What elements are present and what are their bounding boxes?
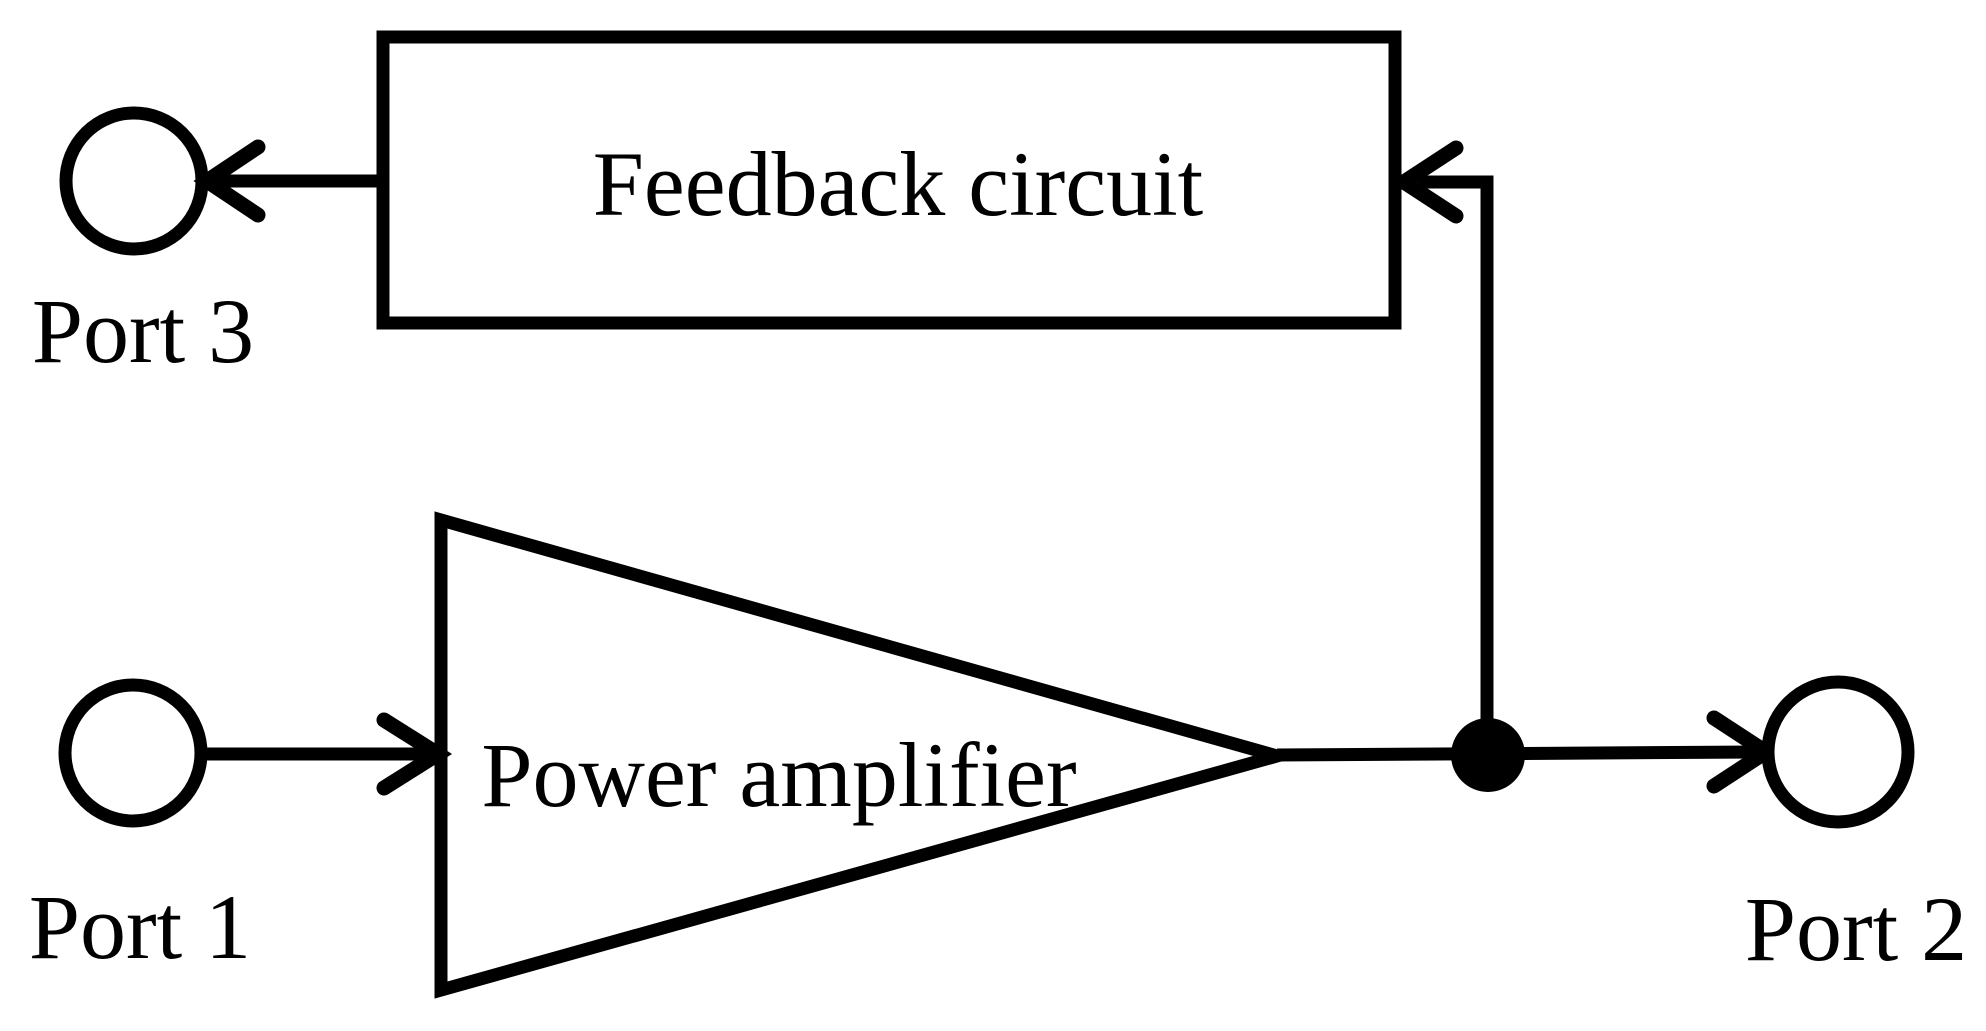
port-3-terminal bbox=[59, 106, 209, 256]
arrowhead-into-amplifier-icon bbox=[376, 712, 453, 796]
port-2-terminal bbox=[1761, 675, 1915, 829]
port-1-label: Port 1 bbox=[29, 876, 251, 978]
arrowhead-into-port3-icon bbox=[193, 139, 266, 223]
arrowhead-into-feedback-icon bbox=[1390, 140, 1464, 224]
wire-junction-to-feedback bbox=[1418, 175, 1494, 756]
junction-dot bbox=[1451, 718, 1525, 792]
feedback-circuit-label: Feedback circuit bbox=[593, 133, 1204, 235]
port-1-terminal bbox=[58, 678, 208, 828]
port-3-label: Port 3 bbox=[32, 280, 254, 382]
power-amplifier-label: Power amplifier bbox=[481, 724, 1076, 826]
port-2-label: Port 2 bbox=[1745, 878, 1967, 980]
